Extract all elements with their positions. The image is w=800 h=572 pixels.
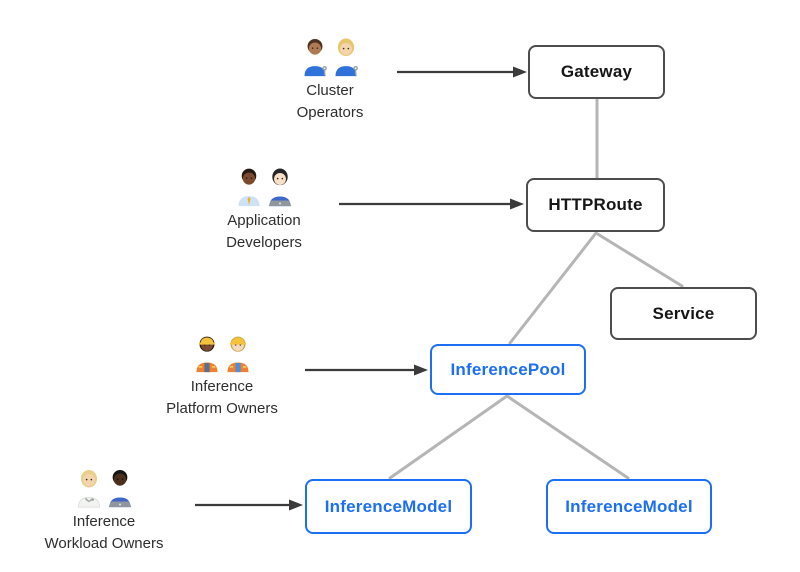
node-service-label: Service	[652, 303, 715, 323]
persona-inference-workload-owners: Inference Workload Owners	[0, 466, 208, 555]
persona-label-line: Operators	[296, 104, 364, 121]
persona-application-developers-label: Application Developers	[154, 210, 374, 254]
persona-inference-platform-owners: Inference Platform Owners	[112, 331, 332, 420]
node-gateway-label: Gateway	[560, 62, 633, 81]
man-office-worker-emoji	[238, 168, 259, 207]
edge-httproute-to-inferencepool	[508, 231, 598, 345]
node-inferencemodel-1: InferenceModel	[305, 479, 472, 534]
node-inferencemodel-2: InferenceModel	[546, 479, 712, 534]
man-technologist-emoji	[108, 470, 131, 508]
persona-cluster-operators-label: Cluster Operators	[220, 80, 440, 124]
arrow-application-developers-to-httproute	[339, 198, 524, 210]
node-gateway: Gateway	[528, 45, 665, 99]
woman-mechanic-emoji	[335, 38, 358, 77]
application-developers-emoji-pair	[154, 165, 374, 207]
persona-inference-workload-owners-label: Inference Workload Owners	[0, 511, 208, 555]
node-httproute: HTTPRoute	[526, 178, 665, 232]
node-inferencepool: InferencePool	[430, 344, 586, 395]
node-inferencepool-label: InferencePool	[450, 359, 566, 379]
woman-construction-worker-emoji	[196, 336, 217, 373]
persona-application-developers: Application Developers	[154, 165, 374, 254]
persona-label-line: Workload Owners	[44, 535, 164, 552]
persona-inference-platform-owners-label: Inference Platform Owners	[112, 376, 332, 420]
persona-label-line: Developers	[226, 234, 302, 251]
arrow-cluster-operators-to-gateway	[397, 66, 527, 78]
arrow-inference-workload-owners-to-inferencemodel	[195, 499, 303, 511]
edge-inferencepool-to-inferencemodel-1	[388, 394, 509, 480]
cluster-operators-emoji-pair	[220, 35, 440, 77]
node-inferencemodel-2-label: InferenceModel	[565, 496, 693, 516]
node-inferencemodel-1-label: InferenceModel	[324, 496, 453, 516]
persona-label-line: Cluster	[306, 82, 354, 99]
persona-cluster-operators: Cluster Operators	[220, 35, 440, 124]
node-service: Service	[610, 287, 757, 340]
woman-technologist-emoji	[268, 168, 291, 207]
inference-platform-owners-emoji-pair	[112, 331, 332, 373]
edge-inferencepool-to-inferencemodel-2	[505, 394, 630, 480]
persona-label-line: Inference	[190, 378, 254, 395]
man-construction-worker-emoji	[227, 336, 248, 373]
persona-label-line: Application	[227, 212, 301, 229]
persona-label-line: Inference	[72, 513, 136, 530]
node-httproute-label: HTTPRoute	[548, 195, 643, 214]
edge-httproute-to-service	[594, 231, 684, 288]
health-worker-emoji	[77, 469, 100, 508]
man-mechanic-emoji	[304, 38, 327, 77]
persona-label-line: Platform Owners	[166, 400, 278, 417]
arrow-inference-platform-owners-to-inferencepool	[305, 364, 428, 376]
inference-workload-owners-emoji-pair	[0, 466, 208, 508]
